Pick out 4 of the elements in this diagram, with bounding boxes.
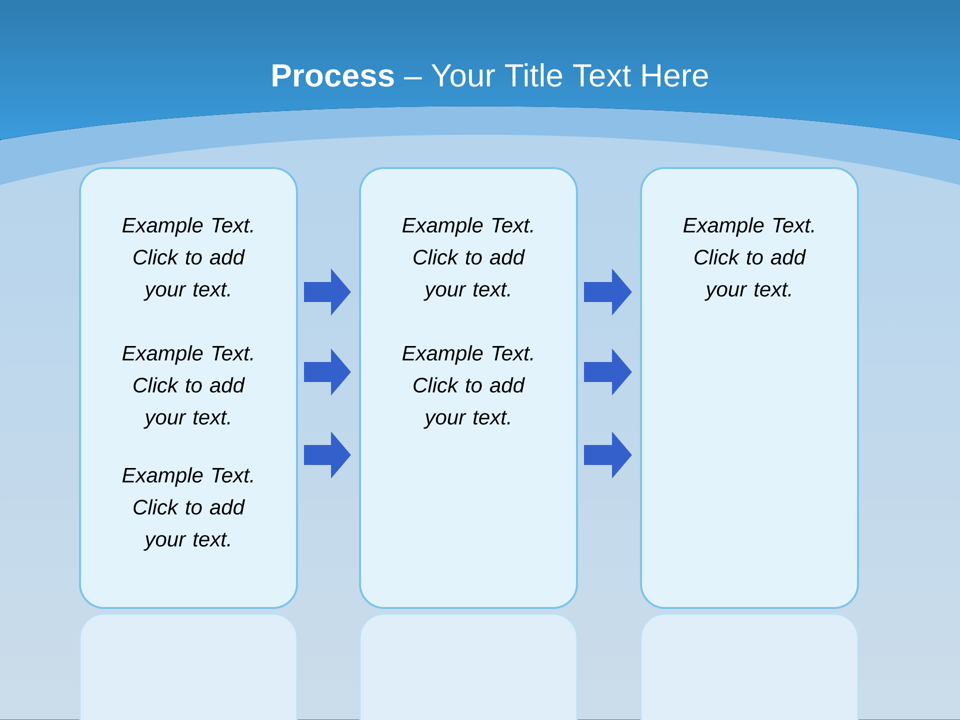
text-panel: Example Text. Click to add your text. Example Text. Click to add your text. Example Text. Click to add your text. xyxy=(79,167,298,609)
diagram-title: Process – Your Title Text Here xyxy=(272,63,708,87)
text-panel: Example Text. Click to add your text. xyxy=(640,167,859,609)
text-panel: Example Text. Click to add your text. Example Text. Click to add your text. xyxy=(359,167,578,609)
